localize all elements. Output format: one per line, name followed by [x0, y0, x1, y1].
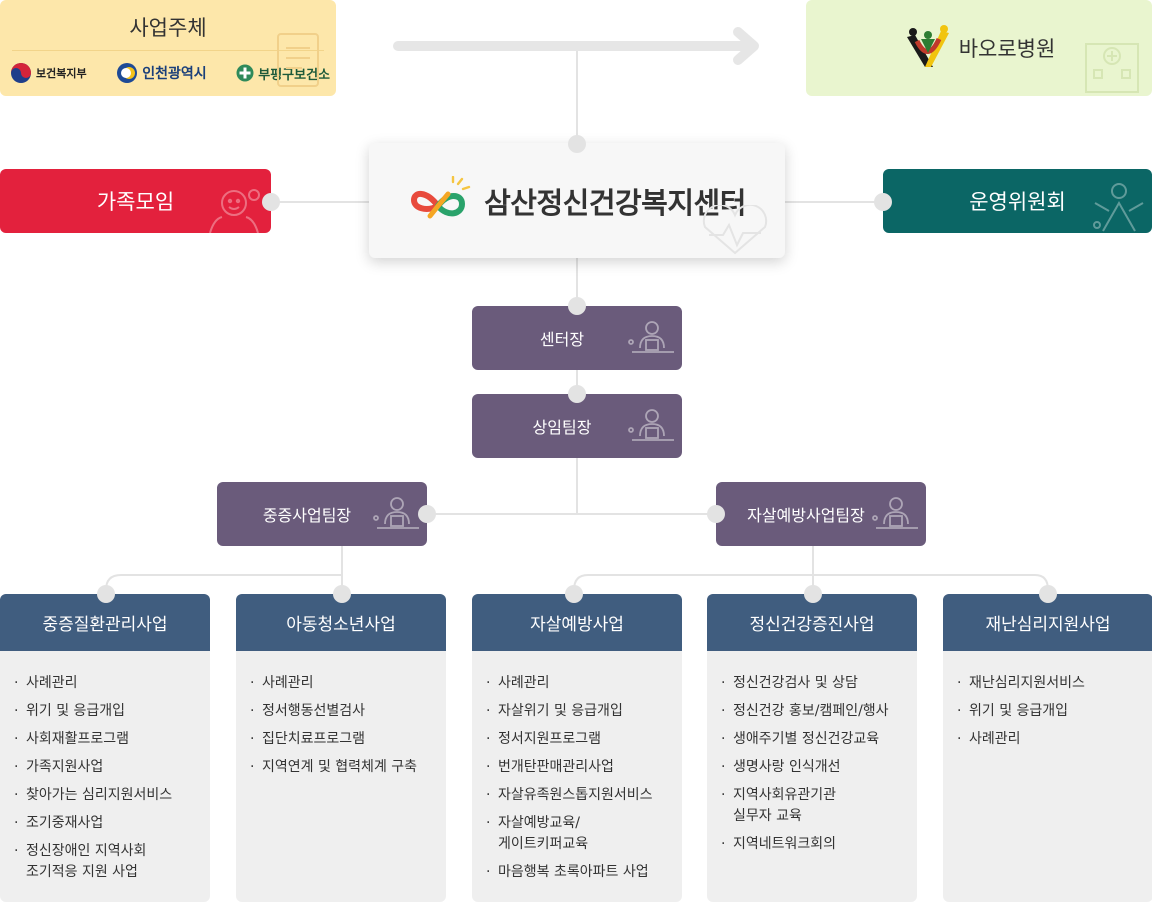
program-item: 자살위기 및 응급개입 [486, 701, 674, 722]
health-center-emblem-icon [236, 64, 254, 82]
program-item: 자살예방교육/게이트키퍼교육 [486, 813, 674, 855]
desk-person-icon [872, 497, 918, 529]
program-title: 아동청소년사업 [236, 594, 446, 651]
program-item: 사회재활프로그램 [14, 729, 202, 750]
desk-person-icon [628, 409, 674, 441]
program-item: 자살유족원스톱지원서비스 [486, 785, 674, 806]
hospital-name: 바오로병원 [958, 37, 1056, 61]
program-item: 정신건강검사 및 상담 [721, 673, 909, 694]
suicide-lead-label: 자살예방사업팀장 [747, 506, 865, 525]
program-title: 중증질환관리사업 [0, 594, 210, 651]
logo-ministry-name: 보건복지부 [36, 67, 87, 80]
sponsor-divider [12, 50, 324, 51]
center-logo-icon [411, 175, 471, 218]
program-disaster-support: 재난심리지원사업 재난심리지원서비스위기 및 응급개입사례관리 [943, 594, 1152, 902]
hospital-box: 바오로병원 [806, 0, 1152, 96]
program-items: 정신건강검사 및 상담정신건강 홍보/캠페인/행사생애주기별 정신건강교육생명사… [707, 651, 917, 855]
connector-dot [568, 135, 586, 153]
suicide-lead-box: 자살예방사업팀장 [716, 482, 926, 546]
connector-dot [262, 193, 280, 211]
connector-dot [418, 505, 436, 523]
program-title: 자살예방사업 [472, 594, 682, 651]
connector-dot [707, 505, 725, 523]
program-severe-illness: 중증질환관리사업 사례관리위기 및 응급개입사회재활프로그램가족지원사업찾아가는… [0, 594, 210, 902]
program-item: 조기중재사업 [14, 813, 202, 834]
severe-lead-box: 중증사업팀장 [217, 482, 427, 546]
family-group-box: 가족모임 [0, 169, 271, 233]
program-item: 찾아가는 심리지원서비스 [14, 785, 202, 806]
sponsor-logos: 보건복지부 인천광역시 부평구보건소 [10, 60, 330, 86]
logo-health-center: 부평구보건소 [236, 64, 330, 83]
team-lead-box: 상임팀장 [472, 394, 682, 458]
sponsor-box: 사업주체 보건복지부 인천광역시 부평구보건소 [0, 0, 336, 96]
connector-dot [565, 585, 583, 603]
taegeuk-icon [11, 63, 31, 83]
program-item: 생애주기별 정신건강교육 [721, 729, 909, 750]
program-item: 사례관리 [486, 673, 674, 694]
connector-dot [333, 585, 351, 603]
program-mental-health-promotion: 정신건강증진사업 정신건강검사 및 상담정신건강 홍보/캠페인/행사생애주기별 … [707, 594, 917, 902]
connector-dot [874, 193, 892, 211]
program-item: 사례관리 [250, 673, 438, 694]
program-item: 정신건강 홍보/캠페인/행사 [721, 701, 909, 722]
connector-dot [1039, 585, 1057, 603]
connector-dot [97, 585, 115, 603]
incheon-emblem-icon [117, 63, 138, 83]
logo-health-center-name: 부평구보건소 [258, 67, 330, 83]
program-item: 마음행복 초록아파트 사업 [486, 862, 674, 883]
program-title: 정신건강증진사업 [707, 594, 917, 651]
program-item: 지역네트워크회의 [721, 834, 909, 855]
smiling-people-watermark-icon [209, 189, 260, 233]
program-child-youth: 아동청소년사업 사례관리정서행동선별검사집단치료프로그램지역연계 및 협력체계 … [236, 594, 446, 902]
program-item: 번개탄판매관리사업 [486, 757, 674, 778]
program-items: 사례관리정서행동선별검사집단치료프로그램지역연계 및 협력체계 구축 [236, 651, 446, 778]
family-group-label: 가족모임 [96, 190, 175, 214]
sponsor-title: 사업주체 [129, 16, 207, 40]
presenter-watermark-icon [1093, 183, 1144, 232]
program-items: 사례관리자살위기 및 응급개입정서지원프로그램번개탄판매관리사업자살유족원스톱지… [472, 651, 682, 883]
program-items: 사례관리위기 및 응급개입사회재활프로그램가족지원사업찾아가는 심리지원서비스조… [0, 651, 210, 883]
program-item: 위기 및 응급개입 [14, 701, 202, 722]
connector-dot [804, 585, 822, 603]
logo-ministry: 보건복지부 [10, 62, 87, 84]
program-item: 위기 및 응급개입 [957, 701, 1145, 722]
logo-incheon: 인천광역시 [116, 62, 207, 84]
committee-box: 운영위원회 [883, 169, 1152, 233]
desk-person-icon [628, 321, 674, 353]
desk-person-icon [373, 497, 419, 529]
program-item: 집단치료프로그램 [250, 729, 438, 750]
program-item: 사례관리 [14, 673, 202, 694]
severe-lead-label: 중증사업팀장 [262, 506, 352, 525]
center-name: 삼산정신건강복지센터 [484, 185, 746, 220]
connector-dot [568, 385, 586, 403]
program-item: 가족지원사업 [14, 757, 202, 778]
connector-dot [568, 297, 586, 315]
program-item: 재난심리지원서비스 [957, 673, 1145, 694]
program-title: 재난심리지원사업 [943, 594, 1152, 651]
program-item: 생명사랑 인식개선 [721, 757, 909, 778]
program-items: 재난심리지원서비스위기 및 응급개입사례관리 [943, 651, 1152, 750]
director-label: 센터장 [539, 330, 585, 349]
director-box: 센터장 [472, 306, 682, 370]
program-item: 정서행동선별검사 [250, 701, 438, 722]
center-card: 삼산정신건강복지센터 [369, 143, 785, 258]
team-lead-label: 상임팀장 [532, 418, 592, 437]
hospital-logo-icon [906, 25, 949, 67]
program-item: 정서지원프로그램 [486, 729, 674, 750]
logo-incheon-name: 인천광역시 [142, 66, 207, 82]
program-item: 지역연계 및 협력체계 구축 [250, 757, 438, 778]
program-suicide-prevention: 자살예방사업 사례관리자살위기 및 응급개입정서지원프로그램번개탄판매관리사업자… [472, 594, 682, 902]
program-item: 사례관리 [957, 729, 1145, 750]
committee-label: 운영위원회 [969, 190, 1066, 214]
